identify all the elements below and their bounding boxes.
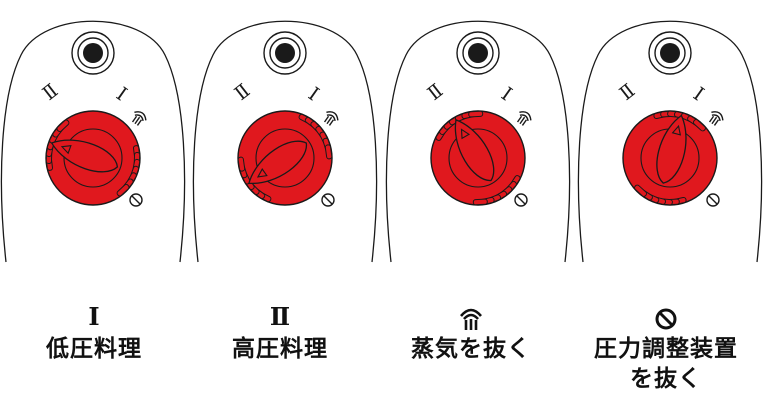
caption-label: 低圧料理 [46, 336, 142, 362]
caption-remove-regulator: 圧力調整装置 を抜く [571, 300, 761, 394]
knob-pointer [454, 119, 495, 182]
caption-label: 圧力調整装置 を抜く [594, 336, 738, 392]
float-valve-hole [660, 43, 680, 63]
remove-icon [514, 193, 528, 207]
remove-icon [321, 193, 335, 207]
float-valve-hole [275, 43, 295, 63]
remove-icon [571, 300, 761, 334]
high-pressure-symbol: Ⅱ [269, 302, 291, 331]
caption-label: 蒸気を抜く [411, 336, 531, 362]
remove-icon [706, 193, 720, 207]
steam-icon [323, 111, 339, 126]
remove-icon [129, 193, 143, 207]
caption-label: 高圧料理 [232, 336, 328, 362]
caption-low-pressure: Ⅰ 低圧料理 [0, 300, 189, 364]
knob-pointer [50, 139, 119, 173]
steam-icon [708, 111, 724, 126]
low-pressure-symbol: Ⅰ [88, 302, 100, 331]
caption-release-steam: 蒸気を抜く [376, 300, 566, 364]
knob-pointer [656, 114, 687, 184]
steam-icon [131, 111, 147, 126]
steam-icon [516, 111, 532, 126]
float-valve-hole [83, 43, 103, 63]
caption-high-pressure: Ⅱ 高圧料理 [185, 300, 375, 364]
knob-grip [634, 110, 706, 206]
knob-grip [435, 110, 521, 206]
knob-pointer [248, 140, 307, 184]
knob-grip [45, 119, 141, 197]
knob-grip [237, 113, 333, 203]
steam-icon [376, 300, 566, 334]
float-valve-hole [468, 43, 488, 63]
